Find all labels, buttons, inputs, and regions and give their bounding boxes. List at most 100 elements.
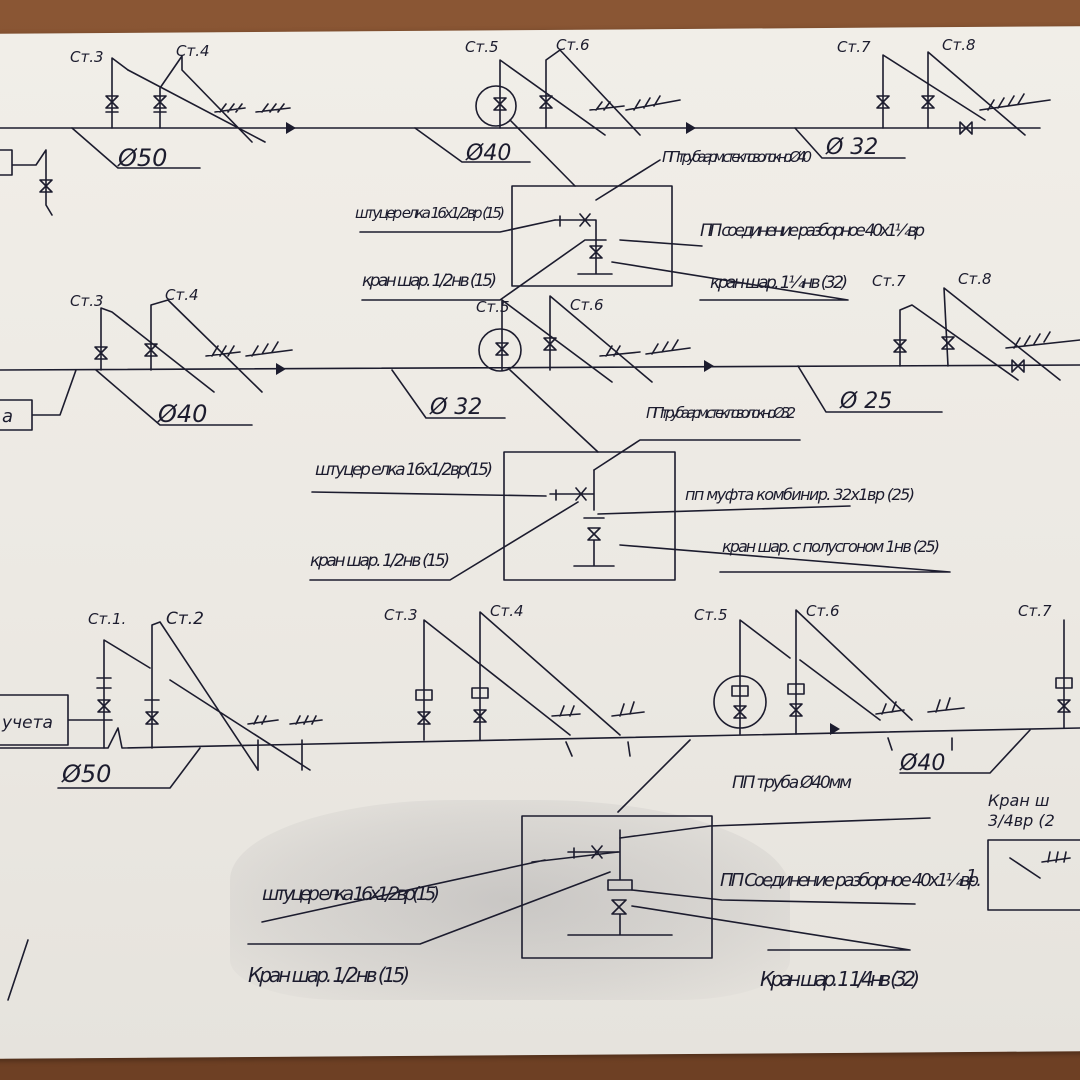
valve-icon (471, 687, 489, 723)
floor-hatch (214, 103, 291, 113)
note-pipe: ПП труба арм. стекловолокно Ø40 (662, 148, 812, 166)
valve-icon (787, 683, 805, 717)
valve-icon (153, 95, 167, 113)
margin-stroke (7, 939, 29, 1001)
riser-label: Ст.8 (958, 270, 992, 288)
note-fitting-left: штуцер елка 16х1/2вр(15) (262, 883, 440, 905)
riser-label: Ст.4 (490, 602, 524, 620)
riser (159, 55, 253, 143)
riser-label: Ст.3 (70, 48, 104, 66)
section-2: Ст.3 Ст.4 Ст.5 Ст.6 Ст.7 Ст.8 а Ø40 Ø 32… (0, 270, 1080, 581)
riser-label: Ст.4 (176, 42, 210, 60)
riser-label: Ст.5 (465, 38, 499, 56)
valve-icon (941, 336, 1025, 373)
riser (899, 304, 1019, 381)
hand-shadow (230, 800, 790, 1000)
floor-hatch (1005, 331, 1080, 349)
note-fitting-left: штуцер елка 16х1/2вр (15) (355, 204, 505, 222)
riser-label: Ст.6 (806, 602, 840, 620)
note-valve-right: Кран шар. 1 1/4нв (32) (760, 967, 920, 991)
left-branch (0, 149, 53, 216)
riser (127, 69, 266, 143)
note-cut-2: 3/4вр (2 (988, 811, 1055, 830)
flow-arrow (286, 122, 296, 134)
valve-icon (539, 95, 553, 109)
note-fitting-right: ПП соединение разборное 40х1¼вр (700, 221, 925, 241)
diameter-label: Ø 32 (429, 395, 482, 420)
riser-label: Ст.7 (872, 272, 906, 290)
floor-hatch (589, 95, 681, 111)
riser-label: Ст.8 (942, 36, 976, 54)
riser-label: Ст.6 (556, 36, 590, 54)
floor-hatch (875, 697, 965, 751)
valve-icon (144, 699, 160, 725)
note-valve-right: кран шар. 1¼нв (32) (710, 273, 848, 293)
diameter-label: Ø40 (157, 400, 207, 428)
valve-icon (713, 675, 767, 729)
riser (150, 299, 263, 393)
floor-hatch (551, 701, 645, 757)
riser-label: Ст.6 (570, 296, 604, 314)
riser-label: Ст.5 (694, 606, 728, 624)
main-pipe-2 (0, 364, 1080, 371)
note-fitting-right: пп муфта комбинир. 32х1вр (25) (685, 485, 915, 504)
riser-label: Ст.2 (166, 609, 204, 629)
leader-line (414, 127, 531, 163)
valve-icon (475, 85, 517, 127)
diameter-label: Ø50 (117, 144, 167, 172)
note-valve-left: Кран шар. 1/2нв (15) (248, 963, 410, 987)
leader-line (797, 365, 943, 413)
valve-icon (415, 689, 433, 725)
riser (545, 49, 641, 136)
diameter-label: Ø40 (899, 751, 945, 776)
margin-mark: 1 (966, 866, 977, 887)
diameter-label: Ø40 (465, 141, 511, 166)
riser-label: Ст.3 (70, 292, 104, 310)
leader-line (71, 127, 201, 169)
riser-label: Ст.3 (384, 606, 418, 624)
riser-label: Ст.7 (1018, 602, 1052, 620)
note-valve-right: кран шар. с полусгоном 1нв (25) (722, 537, 940, 556)
floor-hatch (599, 339, 691, 357)
valve-icon (144, 343, 158, 357)
flow-arrow (704, 360, 714, 372)
leader-line (57, 747, 201, 789)
riser (423, 619, 571, 741)
riser (943, 287, 1061, 381)
valve-icon (921, 95, 973, 135)
flow-arrow (830, 723, 840, 735)
note-fitting-right: ПП Соединение разборное 40х1¼вр. (720, 870, 982, 891)
detail-box-3: ПП труба Ø40мм штуцер елка 16х1/2вр(15) … (247, 739, 1080, 991)
note-valve-left: кран шар. 1/2нв (15) (310, 551, 450, 571)
section-3: Ст.1. Ст.2 Ст.3 Ст.4 Ст.5 Ст.6 Ст.7 учет… (0, 602, 1080, 1001)
riser (479, 611, 621, 741)
leader-line (95, 369, 253, 426)
riser (499, 59, 606, 136)
riser-label: Ст.4 (165, 286, 199, 304)
valve-icon (96, 677, 112, 713)
floor-hatch (979, 93, 1051, 111)
flow-arrow (276, 363, 286, 375)
riser-label: Ст.1. (88, 610, 126, 628)
note-pipe: ППтруба арм. стекловолокно Ø32 (646, 404, 796, 422)
riser (111, 57, 129, 129)
note-pipe: ПП труба Ø40мм (732, 773, 852, 793)
riser (795, 609, 913, 735)
riser-label: Ст.5 (476, 298, 510, 316)
floor-hatch (205, 341, 293, 357)
box-label-fragment: учета (1, 713, 53, 733)
riser (103, 639, 151, 749)
corner-detail (987, 839, 1080, 911)
valve-icon (543, 337, 557, 351)
riser (151, 621, 311, 771)
main-pipe-3 (0, 727, 1080, 749)
note-fitting-left: штуцер елка 16х1/2вр(15) (315, 460, 493, 480)
leader-line (0, 369, 77, 431)
detail-box-2: ППтруба арм. стекловолокно Ø32 штуцер ел… (309, 369, 951, 581)
valve-icon (478, 328, 522, 372)
leader-line (794, 127, 906, 159)
valve-icon (893, 339, 907, 353)
valve-icon (876, 95, 890, 109)
flow-arrow (686, 122, 696, 134)
